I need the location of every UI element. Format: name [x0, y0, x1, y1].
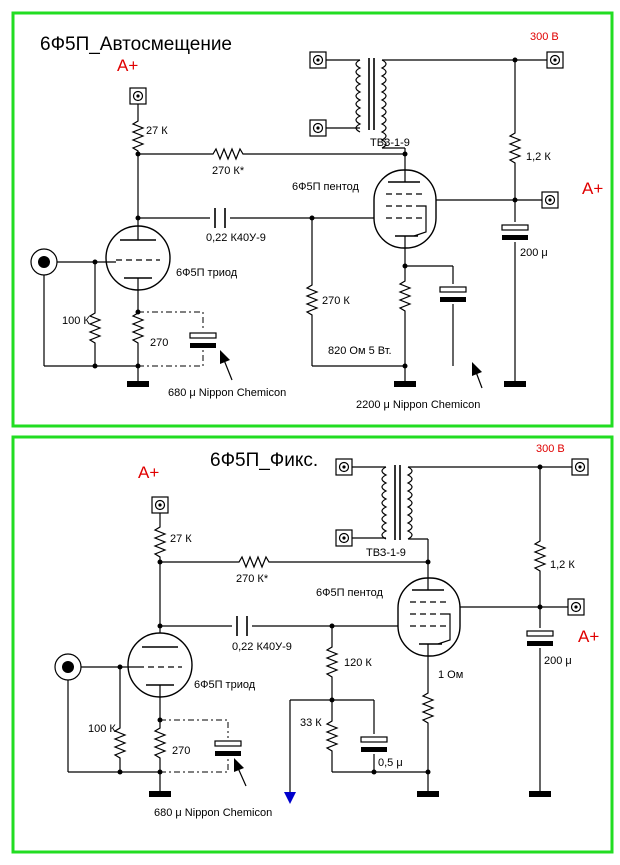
capacitor-680u-icon [214, 740, 242, 757]
label-pentode: 6Ф5П пентод [292, 181, 360, 193]
triode-tube-icon [105, 225, 171, 291]
label-triode: 6Ф5П триод [194, 679, 256, 691]
resistor-27k-icon [132, 117, 144, 155]
label-c2200: 2200 μ Nippon Chemicon [356, 399, 480, 411]
resistor-820-icon [399, 277, 411, 315]
label-r270: 270 [150, 337, 168, 349]
label-r33k: 33 К [300, 717, 322, 729]
label-r27k: 27 К [146, 125, 168, 137]
label-r270k-feedback: 270 К* [236, 573, 269, 585]
resistor-270k-feedback-icon [235, 556, 273, 568]
resistor-33k-icon [326, 717, 338, 755]
label-r1ohm: 1 Ом [438, 669, 463, 681]
label-triode: 6Ф5П триод [176, 267, 238, 279]
label-c05: 0,5 μ [378, 757, 403, 769]
ground-icon [504, 381, 526, 387]
label-r1-2k: 1,2 К [526, 151, 551, 163]
transformer-terminal-top-icon [309, 51, 327, 69]
label-c680: 680 μ Nippon Chemicon [168, 387, 286, 399]
capacitor-2200u-icon [439, 286, 467, 303]
panel-autobias: 6Ф5П_Автосмещение А+ 300 В А+ [11, 11, 614, 428]
capacitor-200u-icon [501, 224, 529, 241]
supply-terminal-icon [546, 51, 564, 69]
panel-title: 6Ф5П_Фикс. [210, 450, 318, 471]
a-plus-right-label: А+ [578, 627, 599, 646]
ground-icon [394, 381, 416, 387]
pentode-tube-icon [397, 577, 461, 690]
input-jack-icon [54, 653, 82, 681]
junction-dots [117, 464, 543, 775]
resistor-1-2k-icon [509, 129, 521, 167]
ground-icon [417, 791, 439, 797]
capacitor-680u-icon [189, 332, 217, 349]
supply-terminal-icon [571, 458, 589, 476]
label-r100k: 100 К [62, 315, 90, 327]
resistor-100k-icon [114, 724, 126, 762]
label-r27k: 27 К [170, 533, 192, 545]
a-plus-left-label: А+ [117, 56, 138, 75]
resistor-1-2k-icon [534, 537, 546, 575]
a-plus-right-label: А+ [582, 179, 603, 198]
label-c200: 200 μ [544, 655, 572, 667]
resistor-27k-icon [154, 523, 166, 561]
resistor-120k-icon [326, 643, 338, 681]
ground-icon [149, 791, 171, 797]
label-pentode: 6Ф5П пентод [316, 587, 384, 599]
panel-frame [11, 11, 614, 428]
output-terminal-icon [541, 191, 559, 209]
ground-icon [127, 381, 149, 387]
capacitor-200u-icon [526, 630, 554, 647]
arrow-icon [234, 758, 247, 787]
supply-voltage-label: 300 В [530, 31, 559, 43]
panel-fixed: 6Ф5П_Фикс. А+ 300 В А+ [11, 435, 614, 854]
transformer-label: ТВЗ-1-9 [370, 137, 410, 149]
label-r270: 270 [172, 745, 190, 757]
label-c200: 200 μ [520, 247, 548, 259]
label-coupling-cap: 0,22 К40У-9 [232, 641, 292, 653]
label-r270k-feedback: 270 К* [212, 165, 245, 177]
terminal-a-plus-icon [129, 87, 147, 105]
pentode-tube-icon [373, 169, 437, 266]
resistor-100k-icon [89, 309, 101, 347]
supply-voltage-label: 300 В [536, 443, 565, 455]
terminal-a-plus-icon [151, 496, 169, 514]
transformer-terminal-bottom-icon [335, 529, 353, 547]
resistor-270k-grid-icon [306, 281, 318, 319]
junction-dots [92, 57, 518, 369]
resistor-1ohm-icon [422, 689, 434, 727]
a-plus-left-label: А+ [138, 463, 159, 482]
resistor-270-icon [132, 309, 144, 347]
label-r270k-grid: 270 К [322, 295, 350, 307]
resistor-270-icon [154, 724, 166, 762]
panel-frame [11, 435, 614, 854]
arrow-icon [220, 350, 233, 381]
transformer-label: ТВЗ-1-9 [366, 547, 406, 559]
label-r120k: 120 К [344, 657, 372, 669]
label-r1-2k: 1,2 К [550, 559, 575, 571]
panel-title: 6Ф5П_Автосмещение [40, 34, 232, 55]
arrow-icon [472, 362, 483, 389]
label-r100k: 100 К [88, 723, 116, 735]
label-c680: 680 μ Nippon Chemicon [154, 807, 272, 819]
input-jack-icon [30, 248, 58, 276]
triode-tube-icon [127, 632, 193, 698]
capacitor-0-5u-icon [360, 736, 388, 753]
label-r820: 820 Ом 5 Вт. [328, 345, 392, 357]
transformer-terminal-bottom-icon [309, 119, 327, 137]
transformer-icon [326, 58, 547, 154]
label-coupling-cap: 0,22 К40У-9 [206, 232, 266, 244]
resistor-270k-feedback-icon [209, 148, 247, 160]
transformer-icon [352, 465, 572, 562]
transformer-terminal-top-icon [335, 458, 353, 476]
ground-icon [529, 791, 551, 797]
bias-arrow-icon [284, 792, 296, 804]
output-terminal-icon [567, 598, 585, 616]
